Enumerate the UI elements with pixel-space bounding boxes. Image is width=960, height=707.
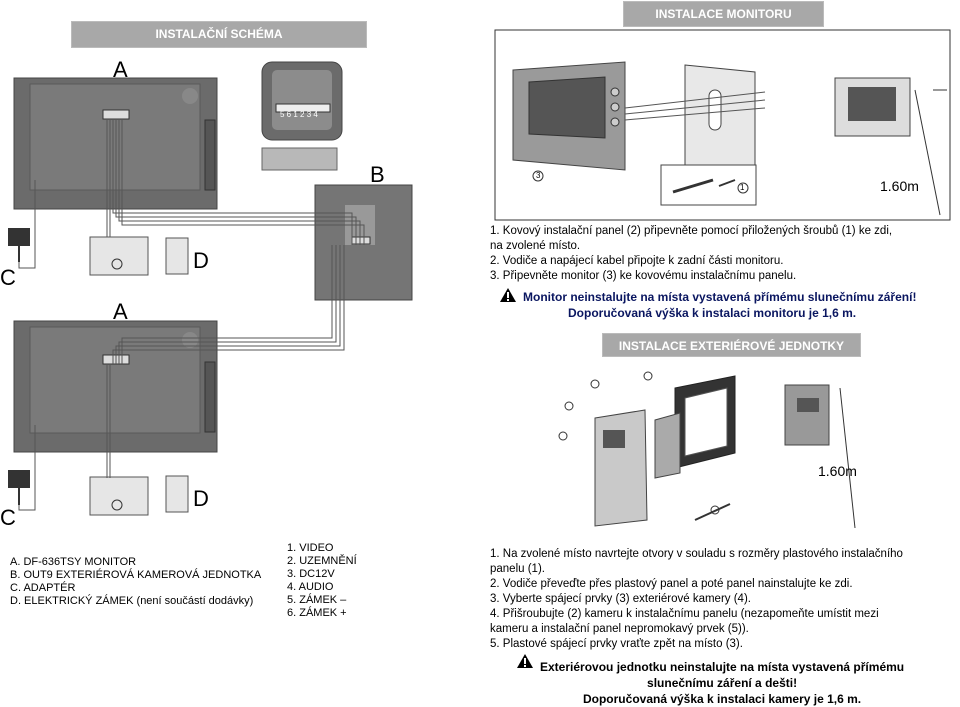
- monitor-a-top: [13, 77, 218, 210]
- exterior-install-illustration: [558, 371, 856, 529]
- schema-banner: INSTALAČNÍ SCHÉMA: [71, 21, 367, 48]
- monitor-warning-line: Monitor neinstalujte na místa vystavená …: [523, 290, 917, 304]
- lock-d-top: [89, 236, 189, 276]
- camera-height-label: 1.60m: [818, 463, 857, 479]
- label-d-bottom: D: [193, 486, 209, 511]
- legend-item: 2. UZEMNĚNÍ: [287, 555, 357, 567]
- monitor-step: 2. Vodiče a napájecí kabel připojte k za…: [490, 255, 784, 267]
- label-a-bottom: A: [113, 299, 128, 324]
- adapter-c-top: [8, 228, 30, 262]
- exterior-steps: 1. Na zvolené místo navrtejte otvory v s…: [490, 547, 903, 652]
- adapter-wire-top: [18, 180, 36, 269]
- warning-icon: [500, 288, 516, 302]
- monitor-step: 1. Kovový instalační panel (2) připevnět…: [490, 225, 893, 237]
- legend-item: 5. ZÁMEK –: [287, 594, 347, 606]
- legend-components: A. DF-636TSY MONITOR B. OUT9 EXTERIÉROVÁ…: [10, 556, 261, 608]
- monitor-warning-line: Doporučovaná výška k instalaci monitoru …: [568, 306, 857, 320]
- exterior-warning-line: slunečnímu záření a dešti!: [647, 676, 798, 690]
- monitor-step: na zvolené místo.: [490, 240, 581, 252]
- monitor-steps: 1. Kovový instalační panel (2) připevnět…: [490, 224, 892, 284]
- monitor-step: 3. Připevněte monitor (3) ke kovovému in…: [490, 270, 797, 282]
- terminal-numbers: 5 6 1 2 3 4: [280, 110, 318, 119]
- exterior-step: panelu (1).: [490, 563, 545, 575]
- callout-3: 3: [536, 171, 541, 180]
- exterior-warning-line: Exteriérovou jednotku neinstalujte na mí…: [540, 660, 905, 674]
- exterior-install-banner: INSTALACE EXTERIÉROVÉ JEDNOTKY: [602, 333, 861, 357]
- legend-terminals: 1. VIDEO 2. UZEMNĚNÍ 3. DC12V 4. AUDIO 5…: [287, 542, 357, 620]
- monitor-a-bottom: [13, 320, 218, 453]
- exterior-step: 2. Vodiče převeďte přes plastový panel a…: [490, 578, 853, 590]
- legend-item: C. ADAPTÉR: [10, 582, 76, 594]
- monitor-install-illustration: [494, 29, 951, 221]
- monitor-install-banner: INSTALACE MONITORU: [623, 1, 824, 27]
- label-a-top: A: [113, 57, 128, 82]
- callout-1: 1: [740, 183, 745, 192]
- wires-bottom: [106, 245, 345, 478]
- legend-item: A. DF-636TSY MONITOR: [10, 556, 137, 568]
- monitor-warning: Monitor neinstalujte na místa vystavená …: [523, 289, 916, 321]
- legend-item: 4. AUDIO: [287, 581, 334, 593]
- legend-item: 3. DC12V: [287, 568, 335, 580]
- adapter-wire-bottom: [18, 425, 36, 511]
- legend-item: D. ELEKTRICKÝ ZÁMEK (není součástí dodáv…: [10, 595, 254, 607]
- monitor-height-label: 1.60m: [880, 178, 919, 194]
- wiring-schematic: [8, 61, 413, 516]
- adapter-c-bottom: [8, 470, 30, 505]
- exterior-step: 5. Plastové spájecí prvky vraťte zpět na…: [490, 638, 743, 650]
- legend-item: 6. ZÁMEK +: [287, 607, 347, 619]
- lock-d-bottom: [89, 475, 189, 516]
- exterior-step: kameru a instalační panel nepromokavý pr…: [490, 623, 749, 635]
- exterior-step: 4. Přišroubujte (2) kameru k instalačním…: [490, 608, 879, 620]
- exterior-step: 1. Na zvolené místo navrtejte otvory v s…: [490, 548, 903, 560]
- exterior-step: 3. Vyberte spájecí prvky (3) exteriérové…: [490, 593, 751, 605]
- terminal-detail: [261, 61, 343, 171]
- exterior-warning-line: Doporučovaná výška k instalaci kamery je…: [582, 692, 862, 706]
- wires-top: [106, 119, 365, 245]
- label-c-bottom: C: [0, 505, 16, 530]
- legend-item: B. OUT9 EXTERIÉROVÁ KAMEROVÁ JEDNOTKA: [10, 569, 262, 581]
- exterior-warning: Exteriérovou jednotku neinstalujte na mí…: [540, 659, 904, 707]
- warning-icon: [517, 654, 533, 668]
- label-b: B: [370, 162, 385, 187]
- label-c-top: C: [0, 265, 16, 290]
- label-d-top: D: [193, 248, 209, 273]
- legend-item: 1. VIDEO: [287, 542, 334, 554]
